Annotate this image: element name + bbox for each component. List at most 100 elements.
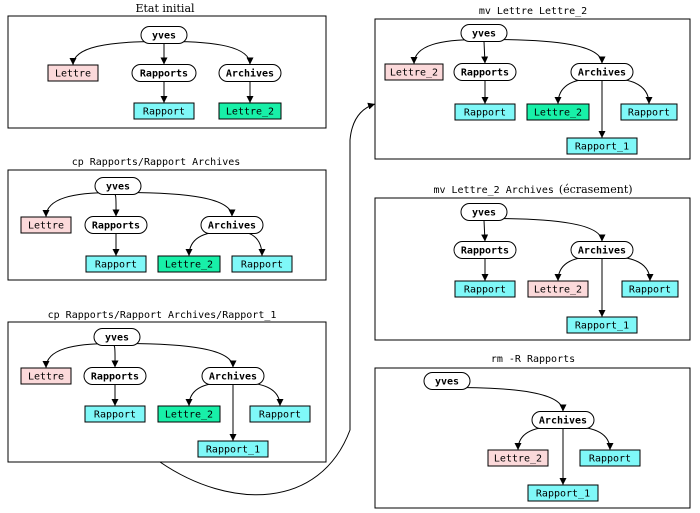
- node-label: yves: [106, 182, 130, 193]
- file-node-rapportA: Rapport: [579, 449, 641, 467]
- directory-node-archives: Archives: [531, 411, 595, 429]
- file-shape: [197, 440, 269, 458]
- directory-shape: [131, 64, 197, 82]
- edge-yves-archives: [452, 387, 567, 412]
- directory-node-rapports: Rapports: [131, 64, 197, 82]
- edge-yves-archives: [122, 343, 237, 368]
- node-label: Archives: [208, 220, 256, 232]
- panel-caption: cp Rapports/Rapport Archives: [72, 157, 241, 168]
- edge-yves-archives: [123, 192, 236, 217]
- file-shape: [620, 103, 678, 121]
- panel-caption: cp Rapports/Rapport Archives/Rapport_1: [48, 310, 277, 321]
- directory-node-rapports: Rapports: [453, 241, 517, 259]
- file-node-rapport: Rapport: [454, 280, 516, 298]
- file-shape: [566, 316, 638, 334]
- directory-shape: [94, 177, 142, 195]
- file-node-rapportA: Rapport: [620, 103, 678, 121]
- node-label: Rapport: [589, 454, 631, 465]
- node-label: Rapports: [461, 68, 509, 79]
- node-label: Archives: [578, 245, 626, 257]
- directory-shape: [200, 216, 264, 234]
- directory-shape: [570, 63, 634, 81]
- panel-caption: Etat initial: [135, 2, 195, 15]
- node-label: Lettre_2: [390, 68, 438, 79]
- file-shape: [454, 280, 516, 298]
- node-label: Lettre: [55, 69, 91, 80]
- node-label: Lettre_2: [534, 108, 582, 119]
- file-node-rapportA: Rapport: [249, 405, 311, 423]
- file-shape: [527, 484, 599, 502]
- file-shape: [218, 102, 282, 120]
- file-shape: [47, 64, 99, 82]
- file-node-rapport1: Rapport_1: [566, 316, 638, 334]
- node-label: Rapport_1: [206, 445, 260, 456]
- directory-node-archives: Archives: [201, 367, 265, 385]
- panel-p5: mv Lettre_2 Archives(écrasement) yvesRapp…: [374, 183, 691, 341]
- transition-arrow: [159, 102, 376, 496]
- node-label: Rapport: [628, 108, 670, 119]
- directory-shape: [140, 26, 188, 44]
- node-label: Rapport_1: [575, 321, 629, 332]
- node-label: Rapport: [629, 285, 671, 296]
- directory-node-archives: Archives: [200, 216, 264, 234]
- node-label: Lettre: [28, 221, 64, 232]
- panel-caption-note: (écrasement): [559, 183, 633, 196]
- node-label: Archives: [539, 415, 587, 427]
- node-label: Rapport: [143, 107, 185, 118]
- file-node-rapport: Rapport: [133, 102, 195, 120]
- file-shape: [85, 255, 147, 273]
- directory-node-archives: Archives: [570, 63, 634, 81]
- node-label: yves: [472, 208, 496, 219]
- node-label: Rapports: [461, 246, 509, 257]
- file-node-rapportA: Rapport: [231, 255, 293, 273]
- file-shape: [133, 102, 195, 120]
- panel-p3: cp Rapports/Rapport Archives/Rapport_1yv…: [7, 310, 327, 463]
- node-label: yves: [152, 31, 176, 42]
- directory-shape: [453, 63, 517, 81]
- directory-shape: [460, 24, 508, 42]
- directory-node-yves: yves: [423, 372, 471, 390]
- file-node-rapport: Rapport: [85, 255, 147, 273]
- directory-node-rapports: Rapports: [84, 216, 148, 234]
- panel-frame: [7, 321, 327, 463]
- directory-node-yves: yves: [140, 26, 188, 44]
- panel-frame: [374, 197, 691, 341]
- panel-caption: mv Lettre_2 Archives(écrasement): [433, 183, 632, 196]
- file-shape: [621, 280, 679, 298]
- file-node-rapport1: Rapport_1: [527, 484, 599, 502]
- file-shape: [20, 367, 72, 385]
- directory-shape: [423, 372, 471, 390]
- file-node-lettre: Lettre: [20, 216, 72, 234]
- file-shape: [579, 449, 641, 467]
- file-node-rapport1: Rapport_1: [197, 440, 269, 458]
- file-node-lettre2: Lettre_2: [157, 255, 221, 273]
- edge-yves-rapports: [481, 220, 489, 242]
- directory-shape: [453, 241, 517, 259]
- directory-node-yves: yves: [460, 203, 508, 221]
- panel-caption: rm -R Rapports: [491, 354, 575, 365]
- directory-shape: [570, 241, 634, 259]
- file-node-lettre2: Lettre_2: [526, 103, 590, 121]
- node-label: Lettre_2: [165, 410, 213, 421]
- file-shape: [527, 280, 589, 298]
- file-node-rapport1: Rapport_1: [566, 137, 638, 155]
- directory-node-archives: Archives: [570, 241, 634, 259]
- edge-yves-archives: [489, 218, 606, 242]
- file-node-lettre2: Lettre_2: [487, 449, 549, 467]
- node-label: Lettre_2: [534, 285, 582, 296]
- node-label: Rapport: [241, 260, 283, 271]
- directory-shape: [460, 203, 508, 221]
- directory-node-archives: Archives: [218, 64, 282, 82]
- file-node-rapport: Rapport: [454, 103, 516, 121]
- node-label: Rapport: [259, 410, 301, 421]
- directory-shape: [201, 367, 265, 385]
- node-label: Rapport: [94, 410, 136, 421]
- file-shape: [249, 405, 311, 423]
- directory-node-rapports: Rapports: [453, 63, 517, 81]
- edge-yves-archives: [489, 39, 606, 64]
